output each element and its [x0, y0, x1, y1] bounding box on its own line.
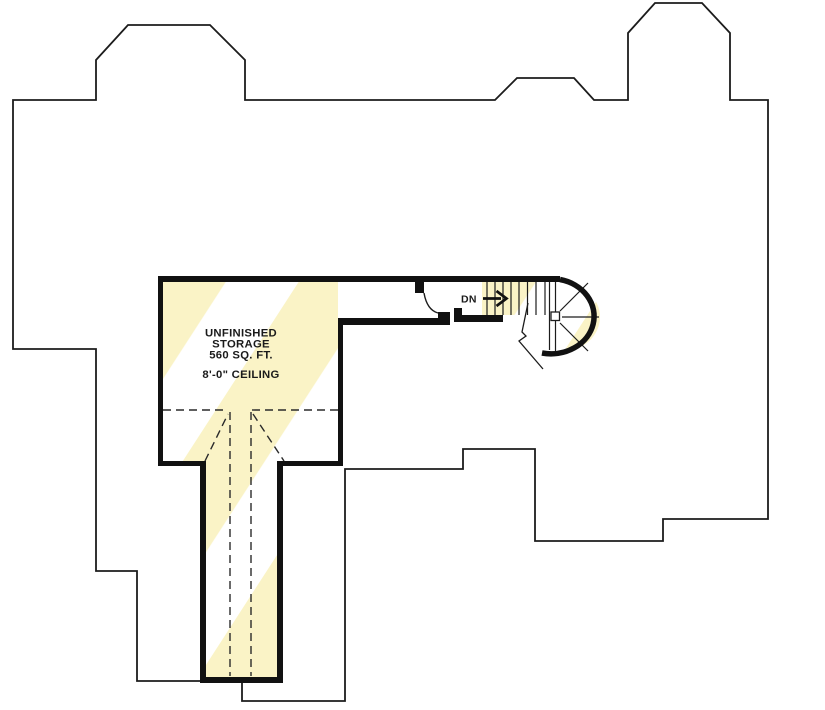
ceiling-height-label: 8'-0" CEILING: [202, 369, 279, 381]
first-floor-outline: [12, 2, 769, 702]
room-label-line1: UNFINISHED: [205, 328, 277, 340]
stair-newel-post: [550, 311, 561, 322]
wall-door-stub: [415, 281, 424, 293]
wall-bottom-right: [277, 461, 343, 466]
storage-striped-floor: [163, 282, 600, 677]
stair-break-line: [518, 302, 544, 370]
wall-corridor-left: [200, 461, 206, 683]
storage-walls: [158, 276, 560, 683]
wall-corridor-bottom: [200, 677, 283, 683]
dashed-line-diagonal-left: [204, 413, 229, 462]
stair-curved-wall: [541, 276, 597, 357]
kneewall-dashed-lines: [163, 409, 338, 676]
down-arrow-head: [495, 289, 509, 308]
wall-corridor-right: [277, 461, 283, 683]
wall-top: [158, 276, 560, 282]
room-label-line2: STORAGE: [212, 339, 270, 351]
wall-door-cap: [438, 312, 450, 325]
room-label-line3: 560 SQ. FT.: [209, 350, 273, 362]
wall-bottom-left: [158, 461, 206, 466]
stair-direction-label: DN: [461, 294, 477, 306]
down-arrow-icon: [483, 289, 509, 308]
wall-stair-stub: [454, 308, 462, 316]
wall-stair-bottom: [454, 315, 503, 322]
dashed-line-diagonal-right: [252, 413, 285, 462]
wall-left: [158, 276, 163, 466]
door-swing-arc: [423, 292, 439, 314]
wall-hallway-bottom: [343, 318, 450, 325]
wall-storage-right: [338, 318, 343, 466]
